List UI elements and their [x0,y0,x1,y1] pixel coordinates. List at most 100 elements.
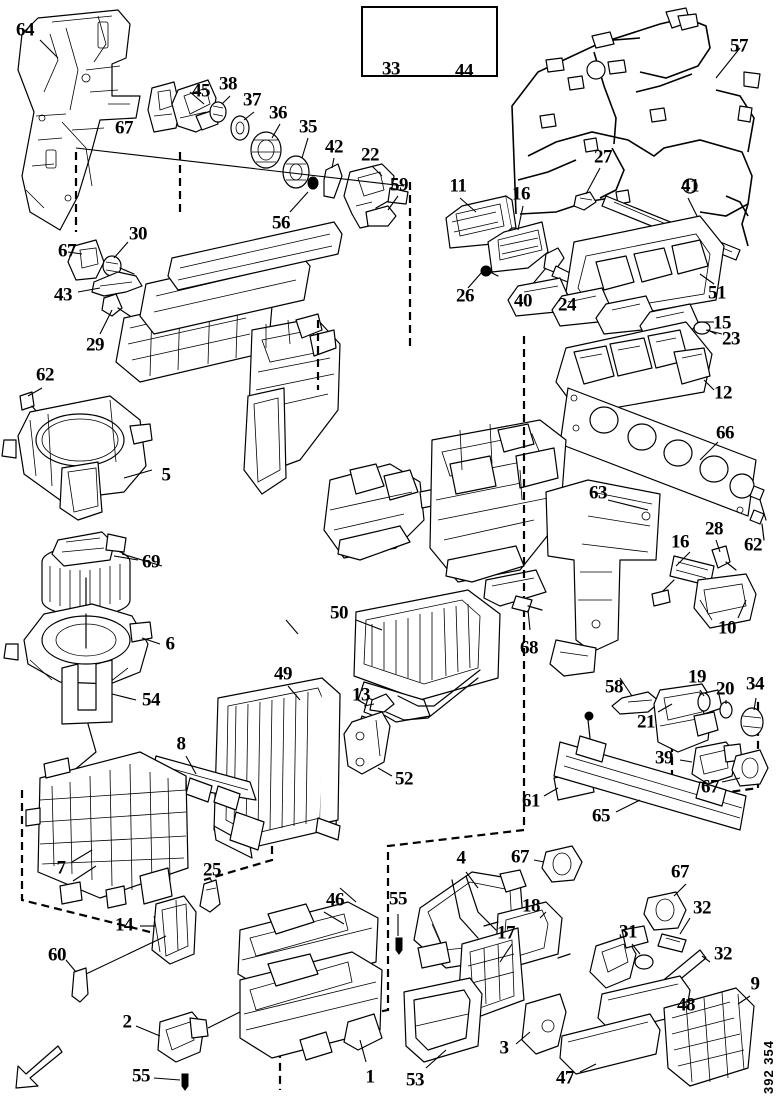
part-66-mounting-plate [559,387,757,517]
part-21-door-actuator-frame [653,683,723,753]
callout-51: 51 [708,282,727,304]
part-63-support-bracket [545,479,661,677]
part-64-dash-carrier [17,9,141,231]
part-center-plenum [323,463,443,561]
part-67b-connector [67,239,105,281]
part-14-filter-cover [140,895,197,965]
part-1-floor-duct [239,951,383,1063]
part-58-link-lever [611,677,661,715]
part-59-clip [365,205,397,227]
callout-20: 20 [716,678,735,700]
callout-67e: 67 [671,861,690,883]
part-12-defroster-duct [555,321,713,415]
part-6-blower-housing-lower [3,603,161,685]
callout-39: 39 [655,747,674,769]
callout-41: 41 [681,175,700,197]
callout-45: 45 [192,80,211,102]
callout-67d: 67 [511,846,530,868]
inset-detail-box [361,6,498,77]
callout-25: 25 [203,859,222,881]
callout-32b: 32 [714,943,733,965]
callout-46: 46 [326,889,345,911]
callout-47: 47 [556,1067,575,1089]
callout-22: 22 [361,144,380,166]
callout-42: 42 [325,136,344,158]
callout-23: 23 [722,328,741,350]
part-2-actuator-small [135,1011,241,1063]
part-32a-rod [657,917,691,953]
part-39-actuator [679,741,743,785]
part-65-cross-beam [553,711,747,831]
callout-34: 34 [746,673,765,695]
callout-8: 8 [176,733,187,755]
callout-36: 36 [269,102,288,124]
callout-9: 9 [750,973,761,995]
part-37-bushing [230,115,250,141]
callout-31: 31 [619,921,638,943]
callout-33: 33 [382,58,401,80]
callout-24: 24 [558,294,577,316]
callout-57: 57 [730,35,749,57]
part-15-seal [507,277,699,343]
callout-59: 59 [390,174,409,196]
orientation-arrow [15,1045,63,1089]
part-11-air-outlet-duct [445,195,517,249]
callout-54: 54 [142,689,161,711]
part-center-case-body [243,313,341,495]
part-7-case-half-left [25,751,189,909]
part-40-valve [543,247,573,283]
part-main-case-upper [115,221,343,383]
part-60-plug [65,935,167,1003]
callout-3: 3 [499,1037,510,1059]
part-10-side-duct [693,573,757,629]
callout-10: 10 [718,617,737,639]
callout-6: 6 [165,633,176,655]
callout-27: 27 [594,146,613,168]
callout-14: 14 [115,914,134,936]
callout-11: 11 [449,175,467,197]
part-16a-vent-grille [487,221,549,273]
callout-56: 56 [272,212,291,234]
callout-12: 12 [714,382,733,404]
callout-13: 13 [352,684,371,706]
callout-67c: 67 [701,776,720,798]
callout-67b: 67 [58,240,77,262]
part-34-gear [740,697,764,737]
dashed-7 [20,790,167,938]
callout-35: 35 [299,116,318,138]
callout-28: 28 [705,518,724,540]
callout-69: 69 [142,551,161,573]
callout-26: 26 [456,285,475,307]
callout-58: 58 [605,676,624,698]
part-42-link-rod [323,163,343,199]
part-main-case-right [429,419,567,607]
callout-63: 63 [589,482,608,504]
callout-55b: 55 [389,888,408,910]
part-28-clip-fastener [711,545,737,571]
part-26-screw [480,265,499,277]
part-55b-screw [395,914,403,955]
callout-17: 17 [497,922,516,944]
callout-30: 30 [129,223,148,245]
dashed-39 [670,700,760,802]
callout-62b: 62 [744,534,763,556]
callout-44: 44 [455,60,474,82]
part-62a-screw [19,387,43,419]
callout-62a: 62 [36,364,55,386]
callout-40: 40 [514,290,533,312]
callout-64: 64 [16,19,35,41]
callout-67a: 67 [115,117,134,139]
callout-49: 49 [274,663,293,685]
callout-19: 19 [688,666,707,688]
part-57-wiring-harness [511,7,761,247]
callout-52: 52 [395,768,414,790]
callout-16b: 16 [671,531,690,553]
part-67e-connector [643,883,687,931]
part-5-blower-housing-upper [1,395,153,521]
part-16b-slide-rail [651,555,715,607]
part-67d-connector [533,845,583,883]
part-31-pivot [589,925,654,989]
part-20-bushing [719,700,733,719]
part-30-resistor [102,255,135,277]
